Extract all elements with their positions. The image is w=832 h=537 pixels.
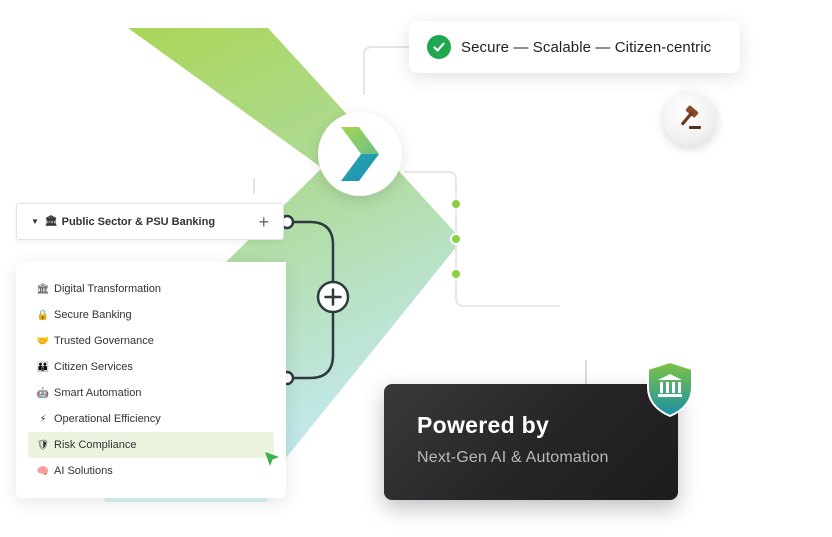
list-item-icon: 🧠	[36, 465, 50, 477]
bank-icon: 🏛	[44, 216, 58, 227]
list-item[interactable]: 🏛 Digital Transformation	[28, 276, 274, 302]
caret-down-icon: ▼	[31, 217, 39, 226]
list-item[interactable]: 🤖 Smart Automation	[28, 380, 274, 406]
list-item[interactable]: 👪 Citizen Services	[28, 354, 274, 380]
list-item[interactable]: 🛡 Risk Compliance	[28, 432, 274, 458]
list-item-icon: 🤝	[36, 335, 50, 347]
bank-shield-icon	[647, 360, 693, 418]
list-item-label: Risk Compliance	[54, 439, 137, 451]
list-item[interactable]: 🤝 Trusted Governance	[28, 328, 274, 354]
list-item[interactable]: 🧠 AI Solutions	[28, 458, 274, 484]
plus-circle-icon[interactable]	[316, 280, 350, 314]
tagline-text: Secure — Scalable — Citizen-centric	[461, 38, 712, 56]
cursor-arrow-icon	[265, 452, 279, 466]
powered-subtitle: Next-Gen AI & Automation	[417, 449, 609, 466]
tagline-badge: Secure — Scalable — Citizen-centric	[409, 21, 740, 73]
powered-by-card: Powered by Next-Gen AI & Automation	[384, 384, 678, 500]
plus-icon[interactable]: +	[258, 211, 269, 232]
list-item-label: Trusted Governance	[54, 335, 154, 347]
list-item-icon: 🏛	[36, 283, 50, 295]
list-item-icon: 🤖	[36, 387, 50, 399]
connector-dot	[450, 268, 462, 280]
connector-dot	[450, 198, 462, 210]
powered-title: Powered by	[417, 412, 550, 438]
list-item-label: Secure Banking	[54, 309, 132, 321]
list-item[interactable]: ⚡ Operational Efficiency	[28, 406, 274, 432]
check-icon	[427, 35, 451, 59]
list-item-label: AI Solutions	[54, 465, 113, 477]
connector-dot	[450, 233, 462, 245]
chevron-logo-icon	[318, 112, 402, 196]
feature-list: 🏛 Digital Transformation 🔒 Secure Banking 🤝 T…	[16, 262, 286, 502]
list-item-icon: 🔒	[36, 309, 50, 321]
panel-accent-bar	[104, 498, 268, 502]
list-item-icon: 🛡	[36, 439, 50, 451]
gavel-icon	[663, 92, 717, 146]
list-item-label: Operational Efficiency	[54, 413, 161, 425]
list-item-icon: 👪	[36, 361, 50, 373]
sector-dropdown[interactable]: ▼ 🏛 Public Sector & PSU Banking +	[16, 203, 284, 240]
list-item-icon: ⚡	[39, 413, 47, 425]
dropdown-label: Public Sector & PSU Banking	[61, 215, 216, 228]
list-item-label: Digital Transformation	[54, 283, 161, 295]
list-item[interactable]: 🔒 Secure Banking	[28, 302, 274, 328]
list-item-label: Citizen Services	[54, 361, 133, 373]
list-item-label: Smart Automation	[54, 387, 142, 399]
